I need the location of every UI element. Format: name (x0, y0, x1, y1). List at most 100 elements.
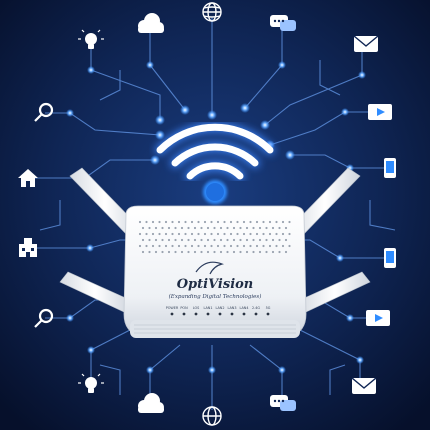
vent-dot (268, 232, 272, 236)
vent-dot (197, 244, 200, 248)
vent-dot (258, 250, 262, 254)
vent-dot (268, 220, 272, 224)
vent-dot (288, 220, 291, 224)
vent-dot (242, 244, 246, 248)
router: OptiVision (Expanding Digital Technologi… (59, 167, 371, 338)
vent-dot (210, 232, 213, 236)
led-indicator (230, 312, 234, 316)
vent-dot (187, 238, 190, 242)
vent-dot (148, 226, 151, 230)
vent-dot (200, 238, 203, 242)
vent-dot (161, 250, 164, 254)
led-label: 2.4G (252, 306, 260, 310)
vent-dot (275, 244, 278, 248)
vent-dot (216, 220, 220, 224)
vent-dot (200, 226, 203, 230)
vent-dot (158, 244, 161, 248)
vent-dot (271, 250, 275, 254)
vent-dot (203, 220, 207, 224)
vent-dot (229, 220, 233, 224)
vent-dot (164, 232, 168, 236)
phone-icon (384, 248, 396, 268)
vent-dot (255, 244, 259, 248)
vent-dot (252, 238, 255, 242)
vent-dot (167, 250, 171, 254)
vent-dot (190, 244, 194, 248)
led-indicator (206, 312, 210, 316)
vent-dot (151, 232, 155, 236)
left-icons (18, 102, 104, 393)
led-indicator (194, 312, 198, 316)
led-label: LAN4 (240, 306, 249, 310)
mail-icon (351, 377, 377, 394)
vent-dot (174, 238, 177, 242)
vent-dot (203, 232, 207, 236)
vent-dot (281, 232, 285, 236)
vent-dot (236, 220, 239, 224)
building-icon (19, 238, 37, 257)
vent-dot (216, 232, 220, 236)
vent-dot (167, 226, 171, 230)
vent-dot (288, 244, 291, 248)
vent-dot (232, 250, 236, 254)
vent-dot (193, 226, 197, 230)
vent-dot (206, 238, 210, 242)
vent-dot (180, 238, 184, 242)
cloud-icon (138, 13, 164, 33)
vent-dot (151, 220, 155, 224)
vent-dot (226, 250, 229, 254)
led-label: LAN3 (228, 306, 237, 310)
vent-dot (223, 244, 226, 248)
vent-dot (249, 244, 252, 248)
vent-dot (197, 220, 200, 224)
vent-dot (141, 226, 145, 230)
vent-dot (245, 226, 249, 230)
router-base-ridges (134, 324, 296, 334)
vent-dot (245, 250, 249, 254)
chat-icon (270, 15, 296, 31)
led-label: LAN2 (216, 306, 225, 310)
vent-dot (206, 250, 210, 254)
vent-dot (138, 232, 142, 236)
router-vents (138, 220, 291, 254)
vent-dot (271, 238, 275, 242)
vent-dot (268, 244, 272, 248)
vent-dot (145, 232, 148, 236)
vent-dot (265, 250, 268, 254)
vent-dot (284, 226, 288, 230)
led-label: 5G (266, 306, 271, 310)
vent-dot (164, 220, 168, 224)
vent-dot (158, 220, 161, 224)
vent-dot (141, 250, 145, 254)
vent-dot (242, 232, 246, 236)
vent-dot (278, 250, 281, 254)
vent-dot (223, 220, 226, 224)
vent-dot (171, 232, 174, 236)
vent-dot (242, 220, 246, 224)
vent-dot (232, 226, 236, 230)
vent-dot (161, 238, 164, 242)
vent-dot (262, 232, 265, 236)
vent-dot (203, 244, 207, 248)
vent-dot (262, 244, 265, 248)
vent-dot (148, 250, 151, 254)
vent-dot (180, 226, 184, 230)
vent-dot (265, 238, 268, 242)
vent-dot (275, 232, 278, 236)
router-body (123, 205, 307, 337)
vent-dot (219, 250, 223, 254)
vent-dot (288, 232, 291, 236)
vent-dot (249, 232, 252, 236)
led-label: LAN1 (204, 306, 213, 310)
vent-dot (145, 220, 148, 224)
vent-dot (213, 250, 216, 254)
wifi-icon (155, 122, 275, 204)
vent-dot (255, 232, 259, 236)
globe-icon (202, 2, 222, 22)
vent-dot (252, 250, 255, 254)
vent-dot (239, 238, 242, 242)
vent-dot (193, 250, 197, 254)
vent-dot (262, 220, 265, 224)
vent-dot (138, 220, 142, 224)
